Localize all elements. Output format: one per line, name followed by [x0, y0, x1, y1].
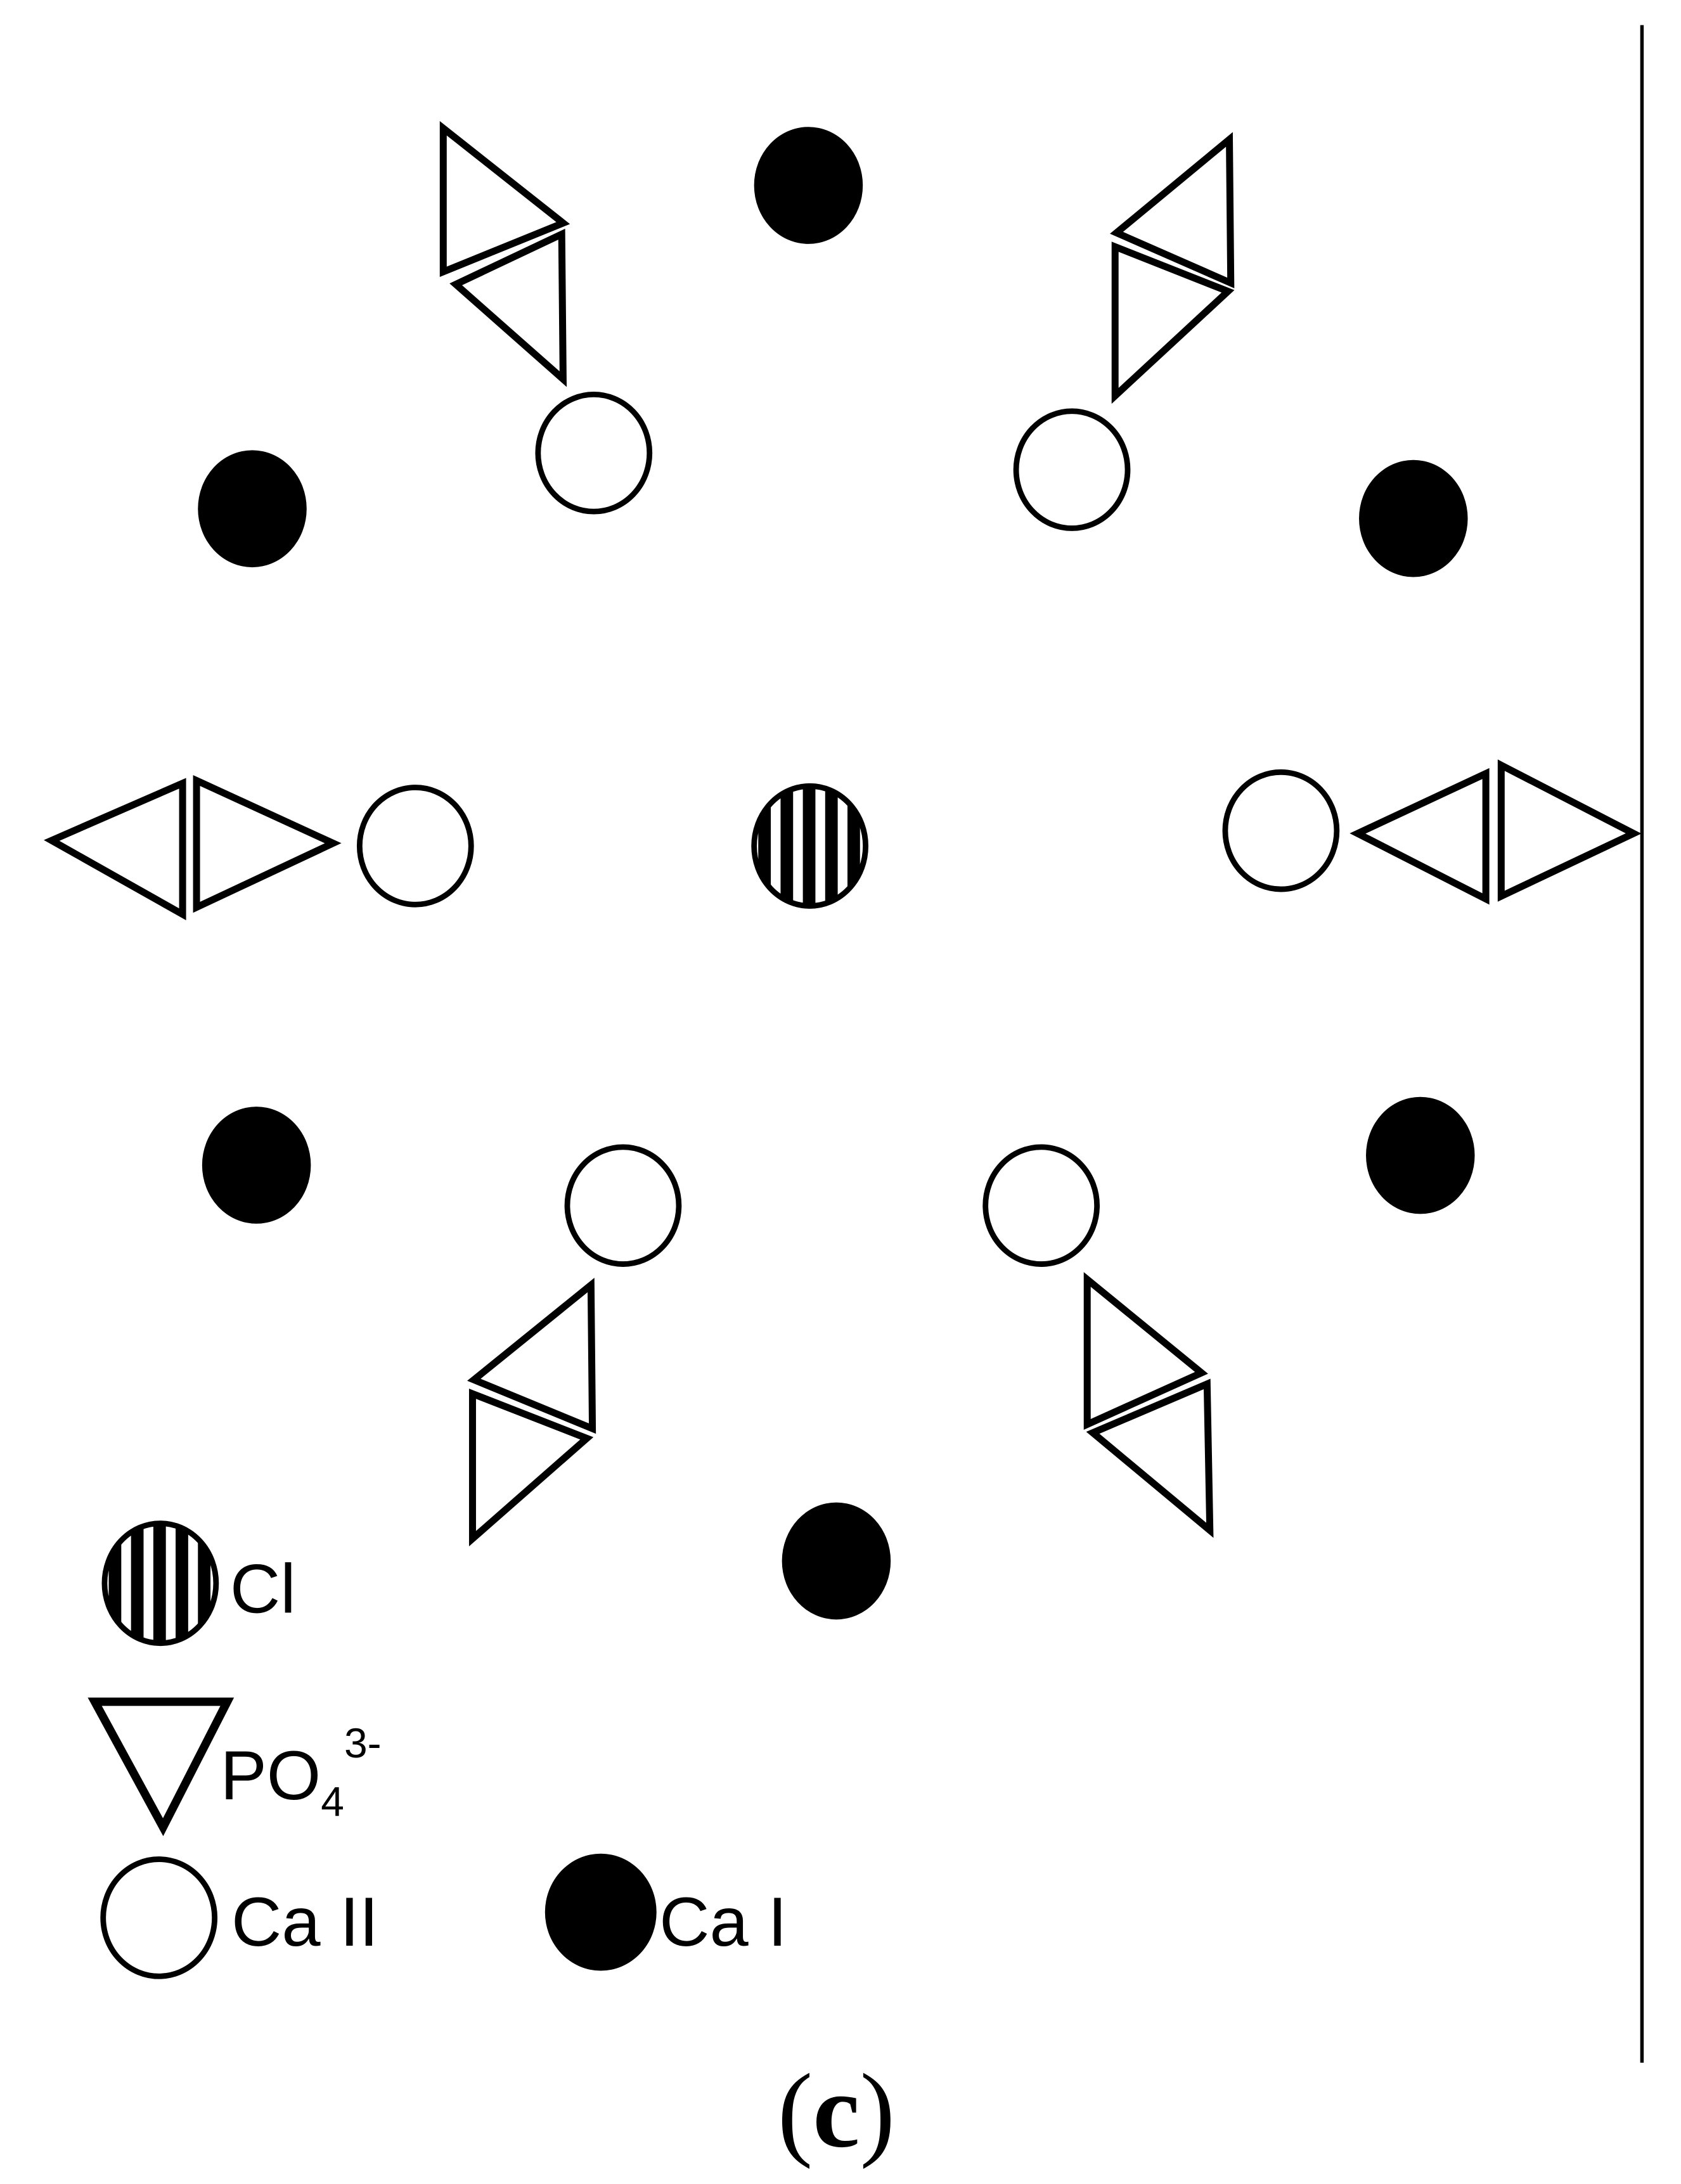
po4-tetrahedron	[44, 778, 186, 921]
po4-tetrahedron	[468, 1389, 594, 1546]
legend-cl-label: Cl	[230, 1550, 296, 1628]
po4-tetrahedron	[449, 228, 567, 387]
ca2-atom	[982, 1144, 1100, 1267]
legend-po4-label: PO43-	[220, 1719, 381, 1825]
legend-ca2-symbol	[100, 1856, 218, 1979]
cl-site	[751, 783, 868, 909]
po4-groups	[44, 121, 1642, 1546]
po4-tetrahedron	[1083, 1272, 1208, 1430]
po4-tetrahedron	[1110, 132, 1235, 288]
ca1-atom	[1366, 1096, 1475, 1214]
po4-tetrahedron	[439, 121, 570, 278]
ca1-atom	[782, 1502, 891, 1620]
ca1-atom	[198, 450, 307, 568]
ca2-sites	[356, 392, 1340, 1267]
ca1-atom	[754, 127, 863, 244]
po4-tetrahedron	[1349, 768, 1490, 905]
po4-tetrahedron	[1497, 759, 1642, 902]
legend-cl-symbol	[101, 1520, 219, 1647]
ca1-atom	[1359, 459, 1468, 577]
po4-tetrahedron	[193, 774, 342, 913]
legend-ca1-symbol	[544, 1853, 657, 1971]
cl-atom	[751, 783, 868, 909]
po4-tetrahedron	[467, 1278, 596, 1434]
ca2-atom	[1222, 769, 1340, 892]
legend: Cl PO43- Ca II Ca I	[87, 1520, 787, 1979]
legend-po4-symbol	[87, 1697, 235, 1837]
ca2-atom	[1013, 408, 1131, 531]
ca2-atom	[356, 785, 474, 908]
figure-caption: (c)	[778, 2053, 895, 2170]
ca2-atom	[535, 392, 653, 515]
ca2-atom	[564, 1144, 682, 1267]
ca1-sites	[198, 127, 1475, 1620]
ca1-atom	[202, 1107, 311, 1224]
legend-ca2-label: Ca II	[231, 1883, 378, 1961]
po4-tetrahedron	[1086, 1378, 1214, 1538]
legend-ca1-label: Ca I	[659, 1883, 787, 1961]
po4-tetrahedron	[1111, 241, 1235, 404]
